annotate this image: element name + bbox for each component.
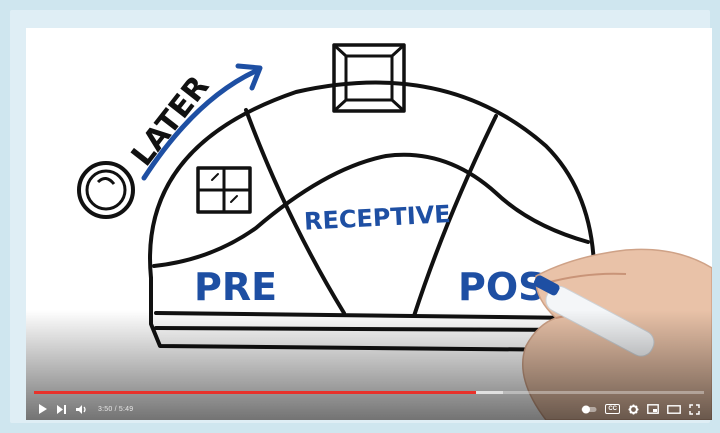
- video-player[interactable]: LATER RECEPTIVE PRE POS 3:50 / 5:49: [26, 28, 712, 420]
- fullscreen-icon: [689, 403, 700, 415]
- miniplayer-icon: [647, 404, 659, 414]
- hand-drawing: [522, 248, 712, 420]
- video-frame[interactable]: LATER RECEPTIVE PRE POS: [26, 28, 712, 420]
- captions-icon: CC: [605, 404, 620, 414]
- next-icon: [57, 404, 66, 414]
- captions-button[interactable]: CC: [605, 400, 620, 418]
- autoplay-toggle-icon: [581, 405, 597, 413]
- later-arrow-drawing: [141, 63, 263, 181]
- fullscreen-button[interactable]: [689, 400, 700, 418]
- current-time: 3:50: [98, 405, 113, 413]
- autoplay-toggle[interactable]: [581, 400, 597, 418]
- clock-drawing: [77, 161, 135, 219]
- progress-played: [34, 391, 477, 394]
- pre-label: PRE: [194, 265, 277, 309]
- progress-bar[interactable]: [34, 391, 704, 394]
- theater-mode-button[interactable]: [667, 400, 681, 418]
- miniplayer-button[interactable]: [647, 400, 659, 418]
- volume-icon: [76, 404, 86, 414]
- volume-button[interactable]: [75, 400, 88, 418]
- duration: 5:49: [118, 405, 134, 413]
- time-display: 3:50 / 5:49: [98, 406, 133, 413]
- next-button[interactable]: [56, 400, 67, 418]
- play-button[interactable]: [38, 400, 48, 418]
- settings-button[interactable]: [628, 400, 639, 418]
- theater-mode-icon: [667, 404, 681, 414]
- play-icon: [39, 404, 47, 414]
- control-bar: 3:50 / 5:49 CC: [26, 398, 712, 420]
- post-label: POS: [458, 265, 546, 309]
- later-label: LATER: [125, 69, 217, 173]
- time-separator: /: [112, 405, 119, 413]
- receptive-label: RECEPTIVE: [303, 200, 451, 236]
- settings-gear-icon: [628, 404, 639, 414]
